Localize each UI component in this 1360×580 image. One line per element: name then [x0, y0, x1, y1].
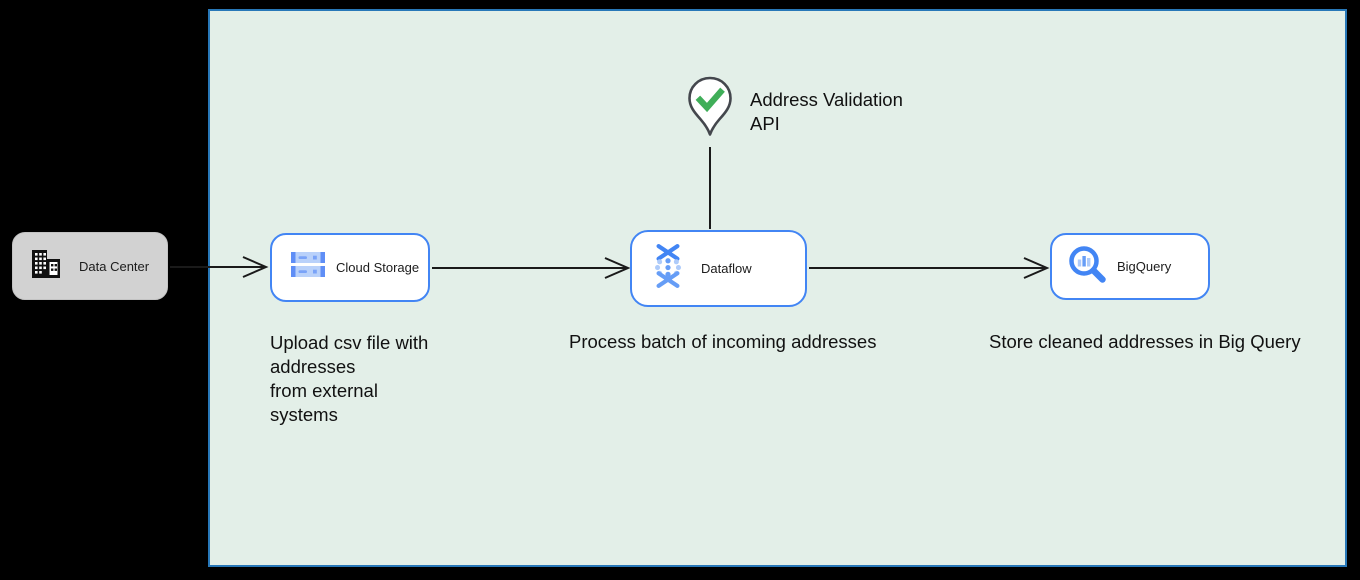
- address-validation-api-label: Address Validation API: [750, 89, 903, 134]
- address-validation-pin-icon: [687, 76, 733, 143]
- bigquery-icon: [1067, 244, 1107, 289]
- dataflow-icon: [647, 243, 689, 294]
- upload-note: Upload csv file with addresses from exte…: [270, 332, 429, 425]
- node-label: Cloud Storage: [336, 260, 420, 275]
- node-label: BigQuery: [1117, 259, 1172, 274]
- node-bigquery[interactable]: BigQuery: [1050, 233, 1210, 300]
- node-label: Data Center: [79, 258, 150, 274]
- node-cloud-storage[interactable]: Cloud Storage: [270, 233, 430, 302]
- cloud-storage-icon: [289, 249, 327, 286]
- building-icon: [29, 248, 63, 285]
- node-data-center[interactable]: Data Center: [12, 232, 168, 300]
- node-label: Dataflow: [701, 261, 752, 276]
- store-note: Store cleaned addresses in Big Query: [989, 331, 1301, 352]
- process-note: Process batch of incoming addresses: [569, 331, 877, 352]
- node-dataflow[interactable]: Dataflow: [630, 230, 807, 307]
